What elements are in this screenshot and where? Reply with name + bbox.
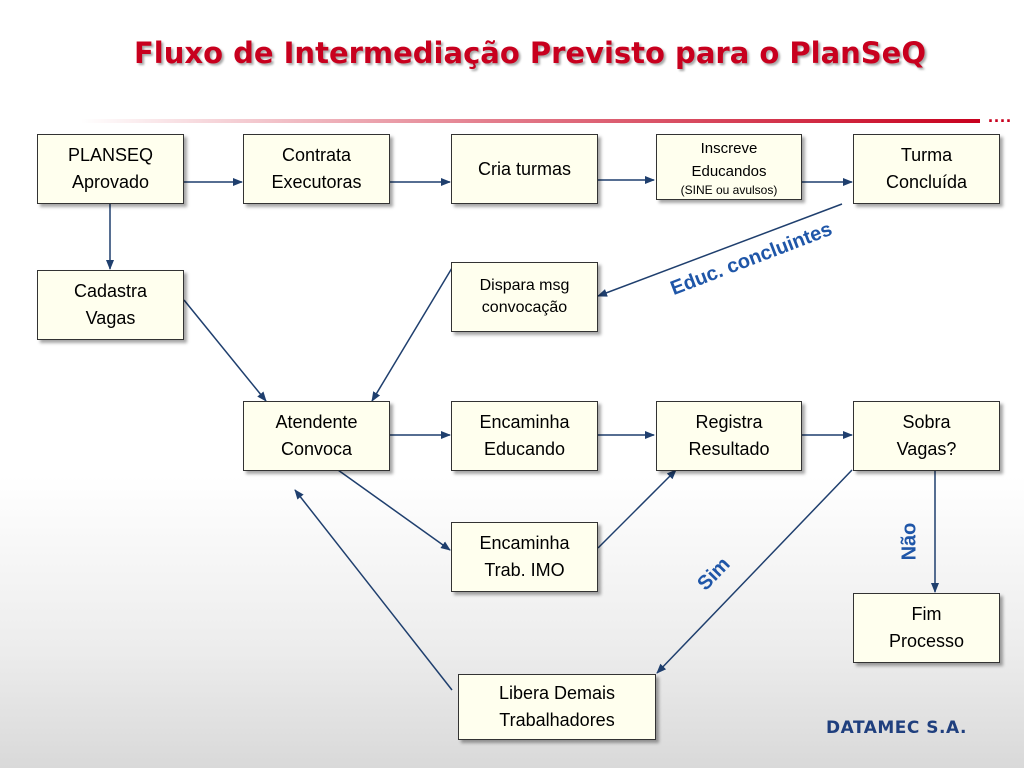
page-title: Fluxo de Intermediação Previsto para o P… — [134, 36, 926, 70]
node-label: Atendente Convoca — [275, 412, 358, 459]
node-encaminha-trab-imo: Encaminha Trab. IMO — [451, 522, 598, 592]
arrow-encaminha-trab-registra — [597, 469, 677, 549]
node-inscreve-educandos: Inscreve Educandos (SINE ou avulsos) — [656, 134, 802, 200]
arrow-libera-atendente — [294, 489, 453, 691]
node-sobra-vagas: Sobra Vagas? — [853, 401, 1000, 471]
arrow-turma-dispara — [597, 203, 843, 297]
arrow-atendente-encaminha-trab — [337, 469, 451, 551]
node-label: Cria turmas — [477, 158, 571, 179]
node-label: Registra Resultado — [688, 412, 770, 459]
node-label: Inscreve Educandos — [691, 140, 767, 180]
node-fim-processo: Fim Processo — [853, 593, 1000, 663]
node-label: Encaminha Educando — [479, 412, 570, 459]
arrow-cadastra-atendente — [183, 299, 267, 402]
node-label: Contrata Executoras — [271, 145, 362, 192]
node-registra-resultado: Registra Resultado — [656, 401, 802, 471]
node-encaminha-educando: Encaminha Educando — [451, 401, 598, 471]
node-planseq-aprovado: PLANSEQ Aprovado — [37, 134, 184, 204]
edge-label-nao: Não — [898, 522, 921, 561]
arrow-dispara-atendente — [371, 267, 453, 402]
node-label: Sobra Vagas? — [896, 412, 957, 459]
node-label: PLANSEQ Aprovado — [67, 145, 154, 192]
node-cadastra-vagas: Cadastra Vagas — [37, 270, 184, 340]
arrow-sobra-libera — [656, 469, 853, 674]
node-sublabel: (SINE ou avulsos) — [680, 183, 778, 197]
node-contrata-executoras: Contrata Executoras — [243, 134, 390, 204]
node-label: Turma Concluída — [885, 145, 968, 192]
header-marker: .... — [988, 106, 1013, 126]
node-label: Libera Demais Trabalhadores — [498, 683, 616, 730]
node-dispara-msg: Dispara msg convocação — [451, 262, 598, 332]
company-logo: DATAMEC S.A. — [826, 718, 967, 738]
node-cria-turmas: Cria turmas — [451, 134, 598, 204]
node-turma-concluida: Turma Concluída — [853, 134, 1000, 204]
node-atendente-convoca: Atendente Convoca — [243, 401, 390, 471]
title-underline — [80, 119, 980, 123]
node-label: Encaminha Trab. IMO — [479, 533, 570, 580]
node-label: Cadastra Vagas — [73, 281, 148, 328]
node-libera-demais: Libera Demais Trabalhadores — [458, 674, 656, 740]
node-label: Fim Processo — [888, 604, 965, 651]
node-label: Dispara msg convocação — [479, 277, 570, 316]
